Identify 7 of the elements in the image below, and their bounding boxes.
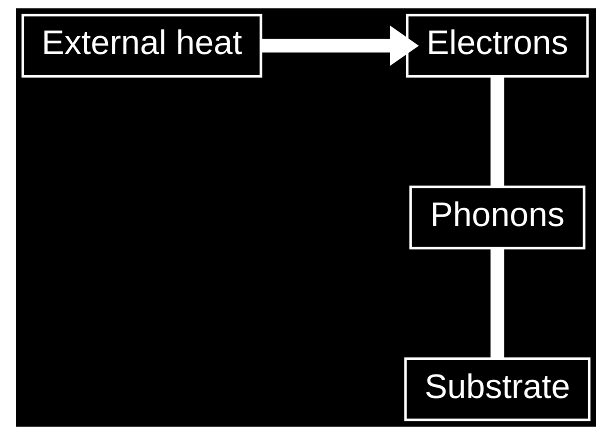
node-box: Electrons: [406, 14, 589, 78]
connector: [490, 76, 504, 187]
connector: [490, 248, 504, 359]
node-box: Phonons: [409, 186, 586, 250]
arrow: [261, 26, 419, 66]
node-box: Substrate: [404, 357, 590, 422]
node-box: External heat: [22, 14, 262, 78]
